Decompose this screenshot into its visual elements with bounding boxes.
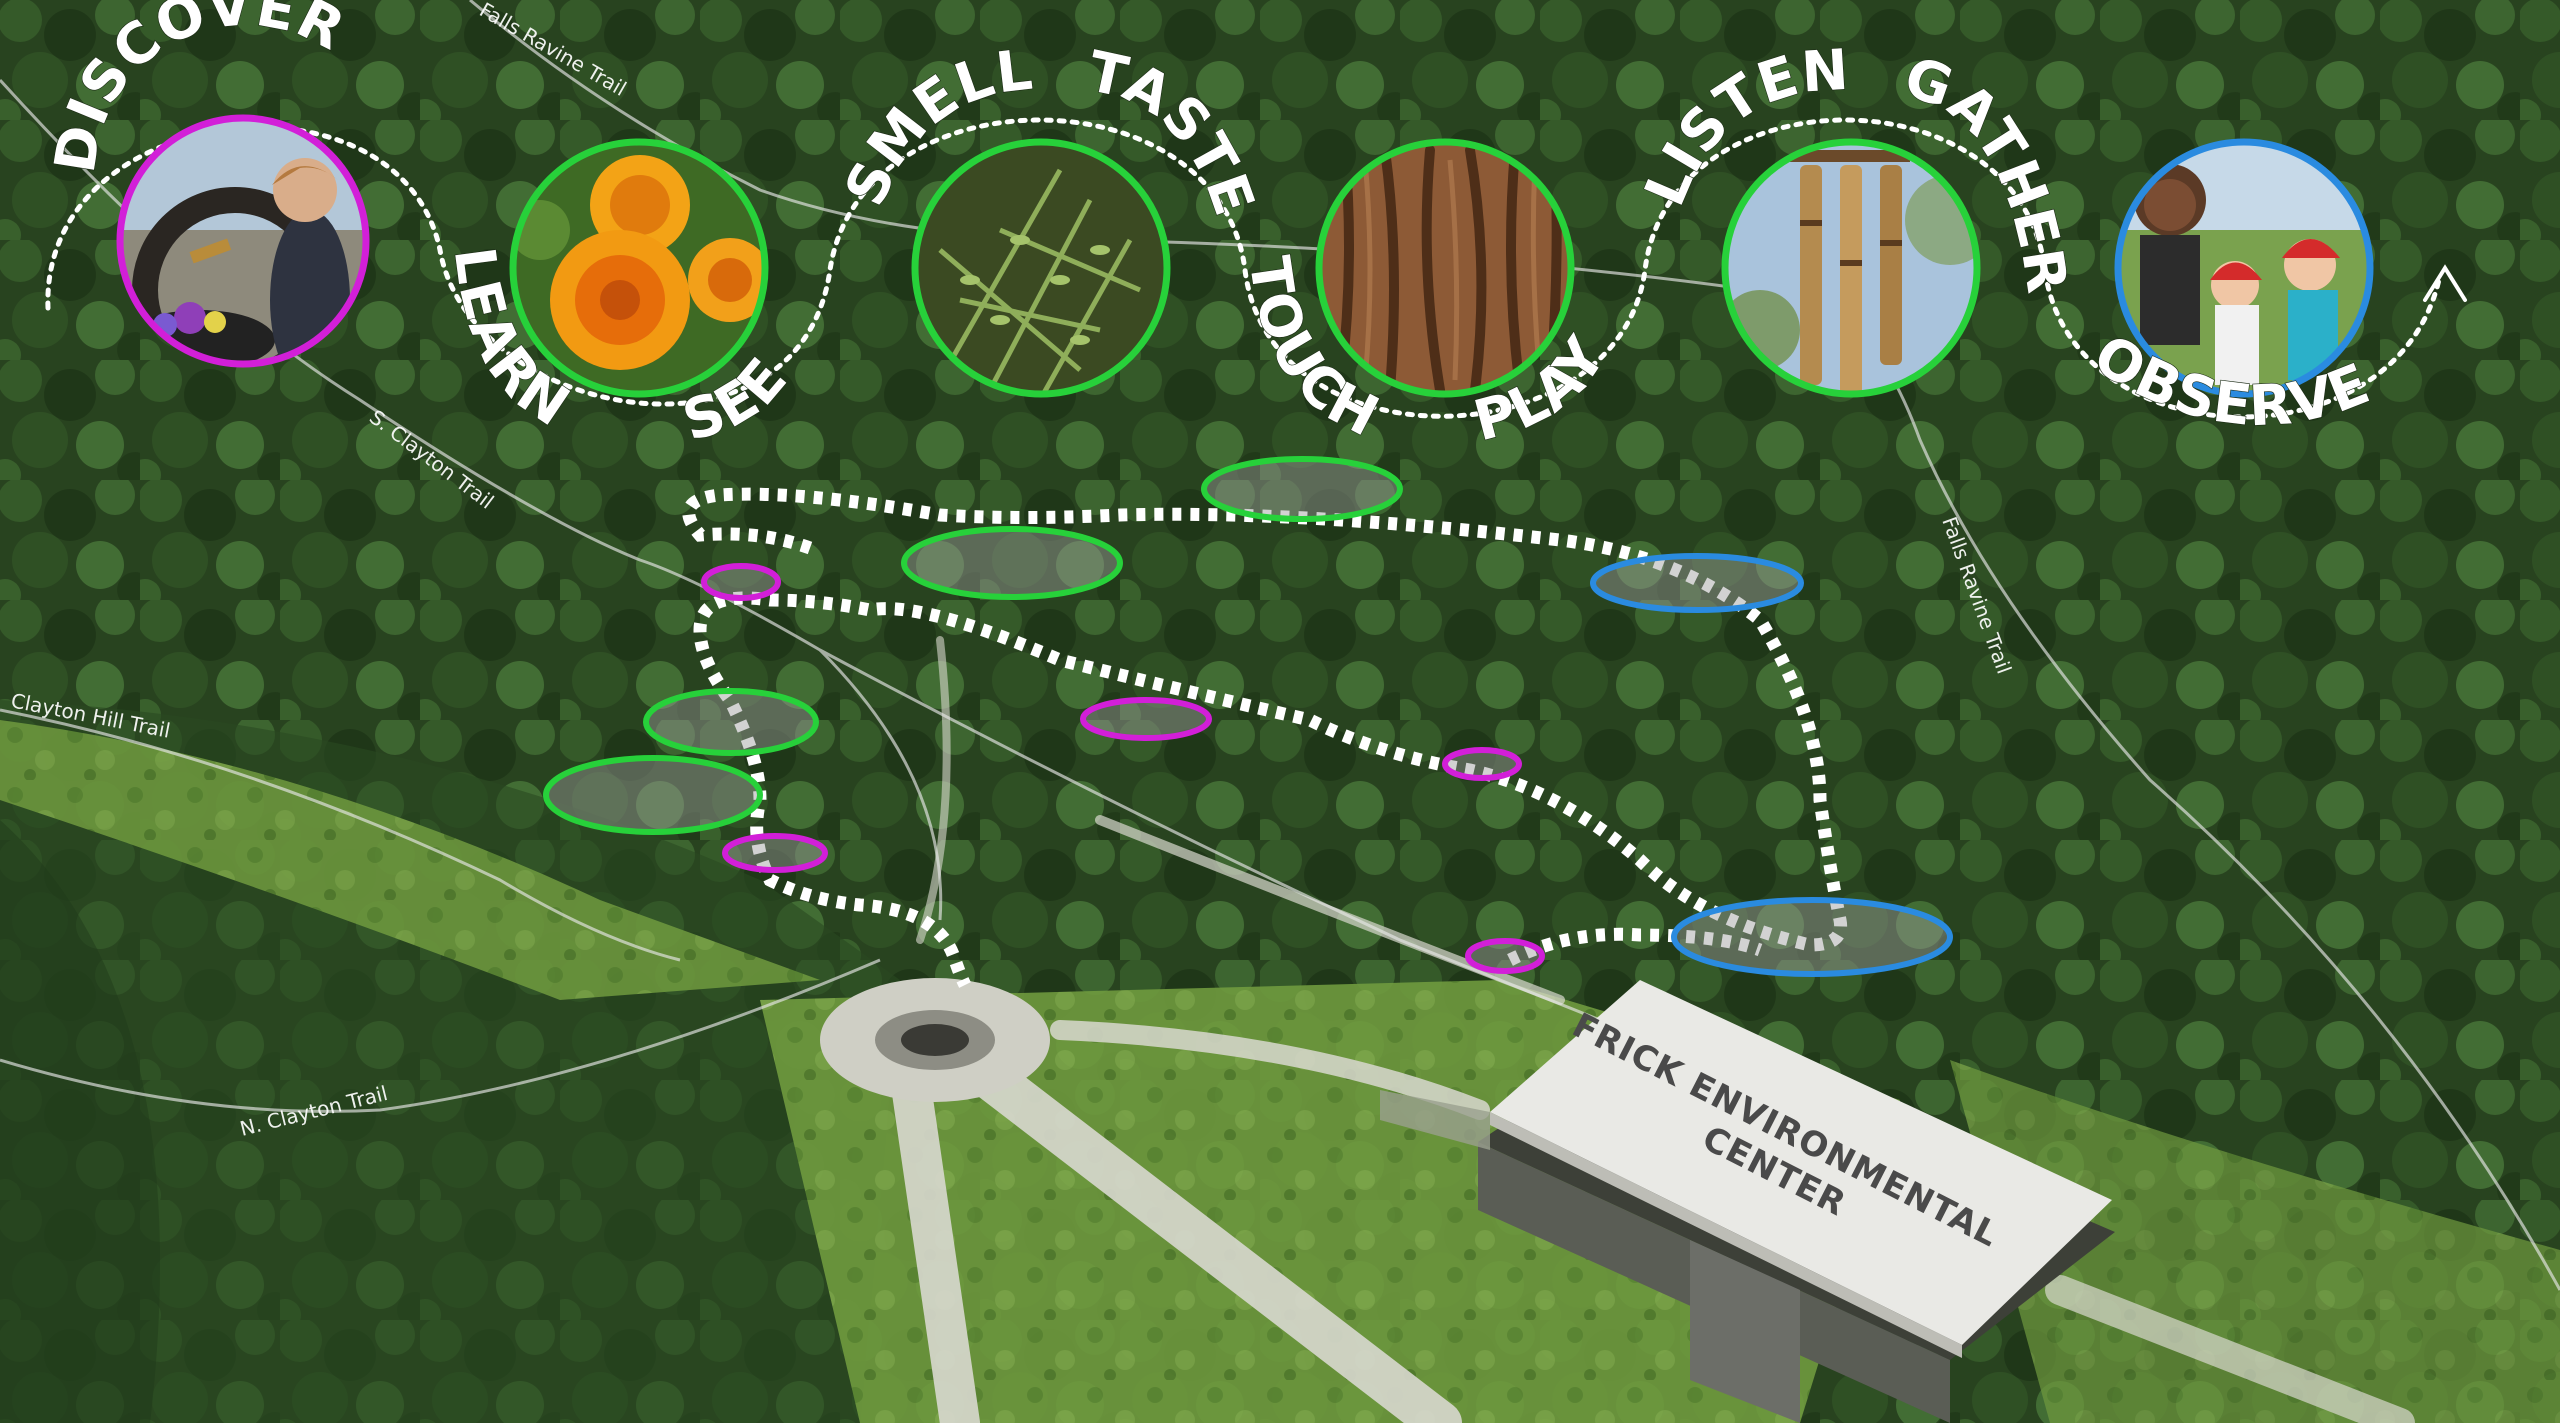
stop-green-2	[901, 526, 1123, 600]
stop-blue-1	[1590, 553, 1804, 613]
sense-journey-line	[45, 117, 2443, 420]
see-photo	[509, 138, 769, 398]
roundabout	[820, 978, 1050, 1102]
stop-magenta-2	[1080, 697, 1212, 741]
activity-stops	[543, 456, 1953, 977]
frick-environmental-center: FRICK ENVIRONMENTAL CENTER	[1380, 980, 2115, 1423]
walking-route	[682, 487, 1848, 988]
journey-arrow-icon	[2423, 264, 2467, 302]
stop-green-3	[643, 688, 819, 756]
stop-blue-2	[1671, 897, 1953, 977]
meadow-west	[0, 720, 820, 1000]
stop-magenta-4	[722, 833, 828, 873]
stop-green-1	[1201, 456, 1403, 522]
stop-green-4	[543, 755, 763, 835]
stop-magenta-3	[1442, 747, 1522, 781]
stop-magenta-1	[701, 563, 781, 601]
smell-taste-photo	[911, 138, 1171, 398]
stop-magenta-5	[1465, 938, 1545, 974]
